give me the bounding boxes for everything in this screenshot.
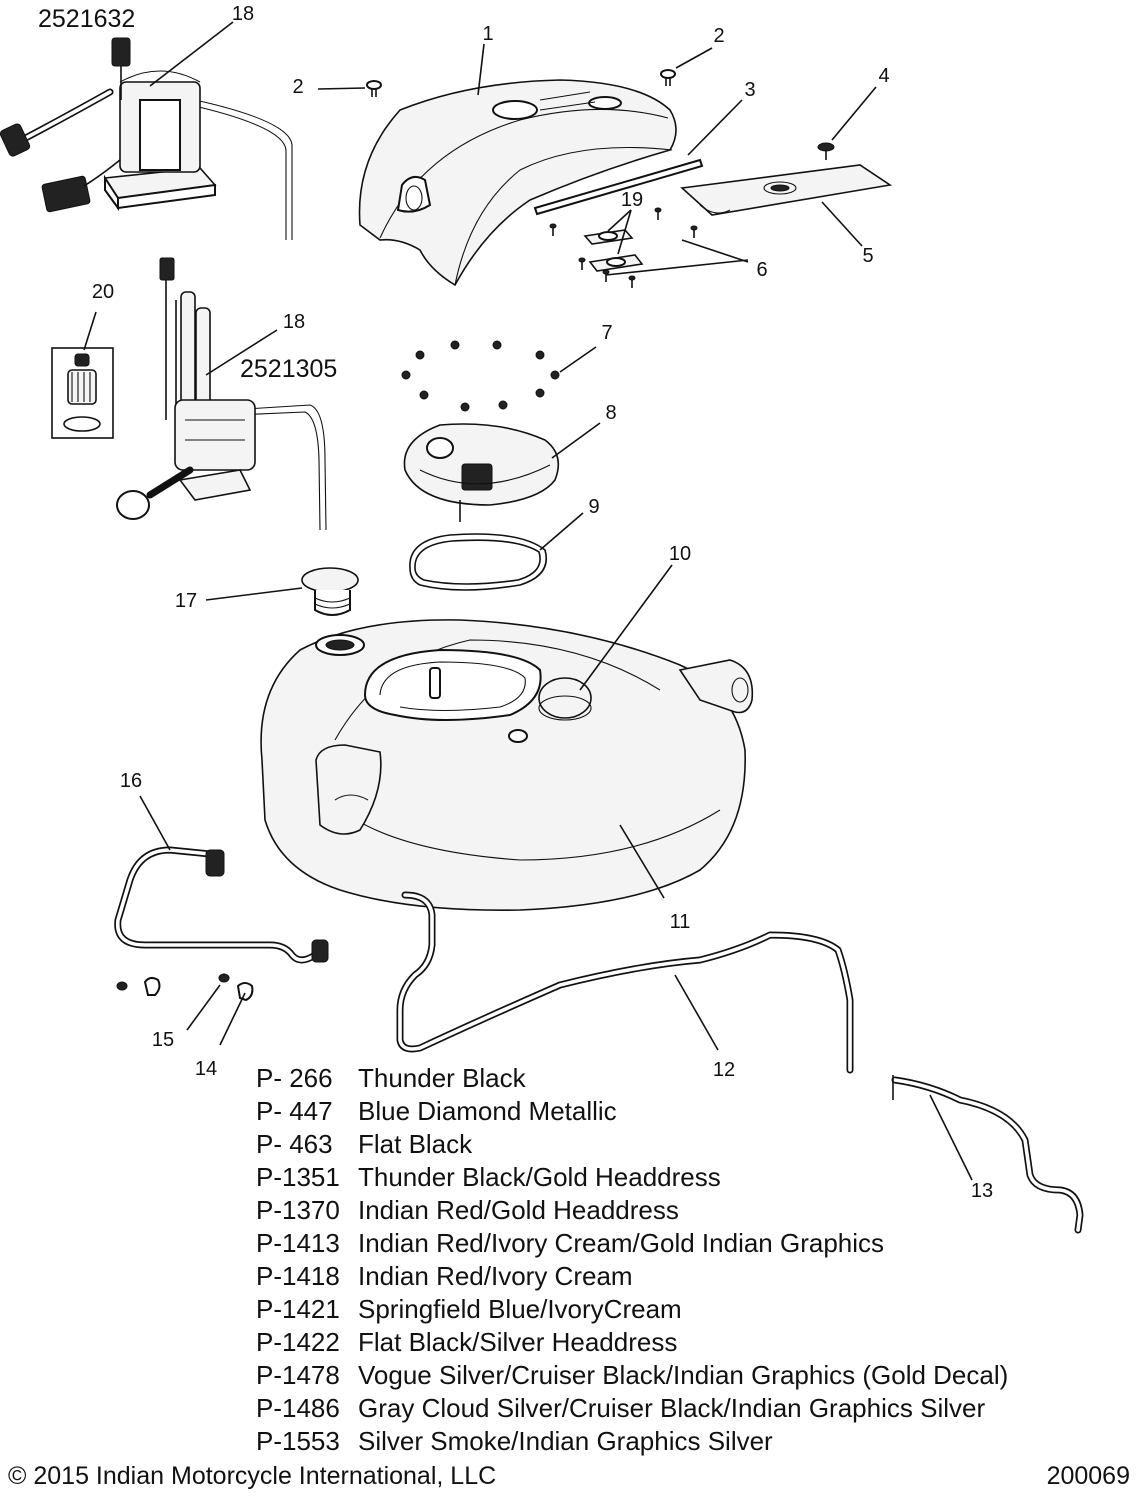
- paint-name: Indian Red/Gold Headdress: [358, 1195, 679, 1225]
- callout-14: 14: [195, 1058, 217, 1080]
- paint-code: P-1553: [256, 1426, 340, 1456]
- callout-16: 16: [120, 770, 142, 792]
- paint-code-list: P- 266 Thunder Black P- 447 Blue Diamond M…: [256, 1062, 1008, 1458]
- callout-19: 19: [621, 189, 643, 211]
- paint-name: Vogue Silver/Cruiser Black/Indian Graphi…: [358, 1360, 1009, 1390]
- vent-hose-16: [114, 846, 329, 964]
- callout-13: 13: [971, 1180, 993, 1202]
- mounting-clip-lower: [588, 254, 644, 272]
- callout-8: 8: [605, 402, 616, 424]
- paint-name: Gray Cloud Silver/Cruiser Black/Indian G…: [358, 1393, 986, 1423]
- mounting-plate: [680, 164, 893, 216]
- paint-name: Indian Red/Ivory Cream/Gold Indian Graph…: [358, 1228, 885, 1258]
- paint-code: P-1370: [256, 1195, 340, 1225]
- flange-gasket: [409, 533, 547, 591]
- paint-code: P- 266: [256, 1063, 333, 1093]
- callout-3: 3: [744, 79, 755, 101]
- callout-labels: 1 2 2 3 4 5 6 7 8 9 10 11 12 13 14 15 16…: [92, 3, 993, 1202]
- paint-name: Flat Black/Silver Headdress: [358, 1327, 678, 1357]
- callout-11: 11: [670, 911, 691, 933]
- assembly-number-upper: 2521632: [38, 5, 135, 33]
- callout-18-upper: 18: [232, 3, 254, 25]
- assembly-number-lower: 2521305: [240, 355, 337, 383]
- hose-clips: [116, 973, 254, 1002]
- callout-15: 15: [152, 1029, 174, 1051]
- paint-code-row: P-1413 Indian Red/Ivory Cream/Gold Indian…: [256, 1227, 1008, 1260]
- cover-screw-left: [366, 80, 382, 97]
- figure-id: 200069: [1046, 1462, 1130, 1490]
- paint-code-row: P-1478 Vogue Silver/Cruiser Black/Indian …: [256, 1359, 1008, 1392]
- paint-name: Indian Red/Ivory Cream: [358, 1261, 633, 1291]
- callout-17: 17: [175, 590, 197, 612]
- paint-code: P-1418: [256, 1261, 340, 1291]
- callout-4: 4: [878, 65, 889, 87]
- callout-7: 7: [601, 322, 612, 344]
- paint-code-row: P-1422 Flat Black/Silver Headdress: [256, 1326, 1008, 1359]
- copyright-notice: © 2015 Indian Motorcycle International, …: [8, 1462, 497, 1490]
- pump-flange: [403, 423, 560, 522]
- paint-code-row: P- 447 Blue Diamond Metallic: [256, 1095, 1008, 1128]
- fuel-filter-kit: [51, 347, 114, 439]
- paint-code: P- 447: [256, 1096, 333, 1126]
- callout-2-right: 2: [713, 25, 724, 47]
- paint-code: P-1421: [256, 1294, 340, 1324]
- fuel-pump-module-upper: [0, 37, 293, 240]
- paint-code-row: P-1351 Thunder Black/Gold Headdress: [256, 1161, 1008, 1194]
- paint-code-row: P- 266 Thunder Black: [256, 1062, 1008, 1095]
- paint-code-row: P- 463 Flat Black: [256, 1128, 1008, 1161]
- fuel-line-12: [396, 891, 854, 1074]
- callout-18-lower: 18: [283, 311, 305, 333]
- fuel-cap: [301, 567, 359, 616]
- paint-name: Flat Black: [358, 1129, 473, 1159]
- push-rivet: [817, 142, 835, 160]
- paint-code: P-1478: [256, 1360, 340, 1390]
- paint-code: P-1413: [256, 1228, 340, 1258]
- callout-6: 6: [756, 259, 767, 281]
- leader-lines: [83, 21, 973, 1181]
- tank-cover: [358, 79, 677, 287]
- paint-name: Blue Diamond Metallic: [358, 1096, 617, 1126]
- paint-code-row: P-1418 Indian Red/Ivory Cream: [256, 1260, 1008, 1293]
- clip-screws: [549, 207, 698, 288]
- paint-name: Silver Smoke/Indian Graphics Silver: [358, 1426, 773, 1456]
- cover-screw-right: [660, 69, 676, 86]
- callout-5: 5: [862, 245, 873, 267]
- paint-code: P-1422: [256, 1327, 340, 1357]
- callout-9: 9: [588, 496, 599, 518]
- fuel-line-13: [891, 1075, 1084, 1234]
- paint-name: Thunder Black/Gold Headdress: [358, 1162, 721, 1192]
- paint-name: Springfield Blue/IvoryCream: [358, 1294, 682, 1324]
- mounting-clip-upper: [583, 229, 634, 245]
- paint-code-row: P-1486 Gray Cloud Silver/Cruiser Black/In…: [256, 1392, 1008, 1425]
- paint-name: Thunder Black: [358, 1063, 526, 1093]
- callout-2-left: 2: [292, 76, 303, 98]
- paint-code: P-1486: [256, 1393, 340, 1423]
- callout-12: 12: [713, 1059, 735, 1081]
- paint-code-row: P-1421 Springfield Blue/IvoryCream: [256, 1293, 1008, 1326]
- paint-code: P-1351: [256, 1162, 340, 1192]
- trim-strip: [533, 158, 704, 216]
- paint-code-row: P-1370 Indian Red/Gold Headdress: [256, 1194, 1008, 1227]
- flange-nuts: [401, 340, 560, 412]
- fuel-pump-module-lower: [116, 257, 327, 531]
- fuel-tank: [260, 619, 754, 911]
- paint-code: P- 463: [256, 1129, 333, 1159]
- callout-1: 1: [482, 23, 493, 45]
- callout-20: 20: [92, 281, 114, 303]
- callout-10: 10: [669, 543, 691, 565]
- paint-code-row: P-1553 Silver Smoke/Indian Graphics Silve…: [256, 1425, 1008, 1458]
